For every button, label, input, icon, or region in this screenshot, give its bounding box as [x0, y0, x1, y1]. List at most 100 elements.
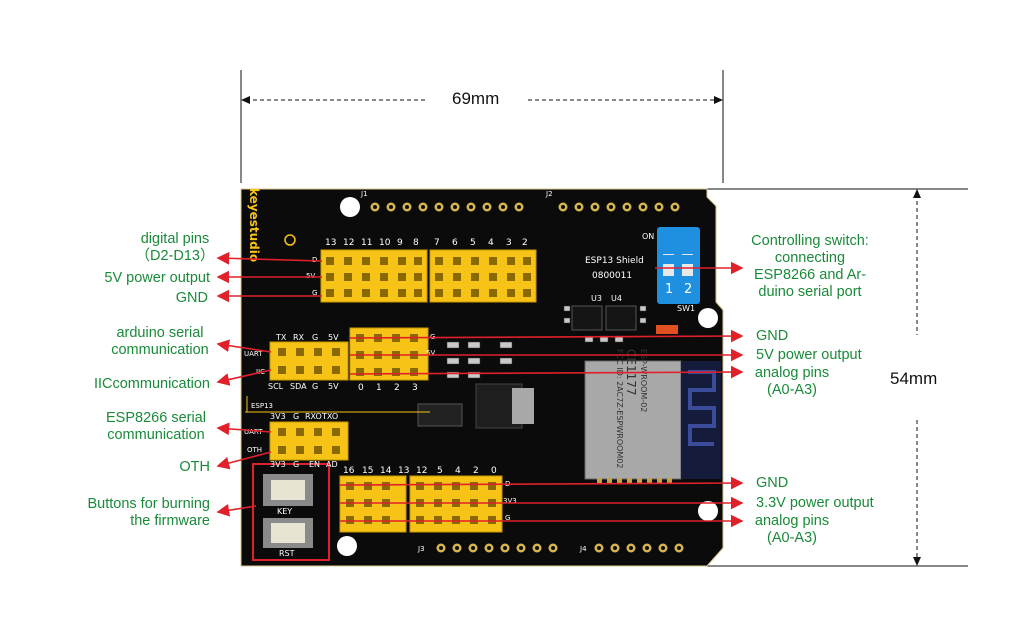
- label-5v-power-right: 5V power output: [756, 347, 862, 363]
- height-dimension: 54mm: [890, 369, 938, 388]
- label-analog-bottom-line2: (A0-A3): [767, 530, 817, 546]
- silk-digital-2: 2: [522, 238, 528, 248]
- label-buttons-line1: Buttons for burning: [87, 496, 210, 512]
- silk-iic-2: G: [312, 382, 319, 391]
- silk-analog-row-5v: 5V: [426, 349, 436, 357]
- top-header-pins: [370, 202, 680, 212]
- silk-digital-12: 12: [343, 238, 355, 248]
- silk-uart-1: RX: [293, 333, 305, 342]
- label-arduino-serial: arduino serial communication: [98, 325, 222, 359]
- label-3v3-power: 3.3V power output: [756, 495, 874, 511]
- silk-key: KEY: [277, 507, 293, 516]
- silk-bottom-14: 14: [380, 466, 392, 476]
- label-analog-bottom: analog pins (A0-A3): [742, 513, 842, 547]
- silk-esp-3: TXO: [322, 412, 339, 421]
- label-gnd-right-top: GND: [756, 328, 789, 344]
- label-switch-line3: ESP8266 and Ar-: [753, 267, 867, 283]
- arrow-esp-serial: [216, 422, 272, 436]
- label-oth: OTH: [179, 459, 210, 475]
- silk-sw1: SW1: [677, 304, 696, 313]
- silk-oth-1: G: [293, 460, 300, 469]
- buttons-highlight-box: [252, 463, 330, 561]
- label-switch: Controlling switch: connecting ESP8266 a…: [740, 233, 880, 301]
- label-arduino-serial-line2: communication: [111, 342, 209, 358]
- label-digital-pins: digital pins （D2-D13）: [120, 231, 230, 265]
- silk-switch-on: ON: [642, 232, 655, 241]
- silk-shield-code: 0800011: [592, 271, 633, 281]
- silk-digital-5: 5: [470, 238, 476, 248]
- silk-bottom-16: 16: [343, 466, 355, 476]
- silk-digital-10: 10: [379, 238, 391, 248]
- arrow-digital-pins: [216, 251, 323, 265]
- esp-wroom-module: [584, 360, 682, 480]
- silk-bottom-5: 5: [437, 466, 443, 476]
- silk-bottom-0: 0: [491, 466, 497, 476]
- silk-bottom-13: 13: [398, 466, 410, 476]
- label-analog-top-line2: (A0-A3): [767, 382, 817, 398]
- label-digital-pins-line1: digital pins: [140, 231, 210, 247]
- silk-row-5v: 5V: [306, 272, 316, 280]
- width-dimension: 69mm: [452, 89, 500, 108]
- arrow-oth: [216, 451, 272, 470]
- dip-switch-sw1: [657, 227, 700, 304]
- silk-esp-2: RXO: [305, 412, 322, 421]
- label-iic: IICcommunication: [93, 376, 210, 392]
- silk-j4: J4: [580, 545, 587, 553]
- silk-digital-7: 7: [434, 238, 440, 248]
- label-switch-line1: Controlling switch:: [751, 233, 869, 249]
- silk-analog-3: 3: [412, 383, 418, 393]
- digital-header-left: [320, 249, 428, 303]
- arrow-analog-top: [349, 365, 744, 379]
- silk-shield-name: ESP13 Shield: [585, 256, 644, 266]
- silk-j3: J3: [418, 545, 425, 553]
- silk-uart: UART: [244, 350, 263, 358]
- silk-digital-11: 11: [361, 238, 373, 248]
- silk-bottom-4: 4: [455, 466, 461, 476]
- label-digital-pins-line2: （D2-D13）: [135, 248, 215, 264]
- silk-bottom-15: 15: [362, 466, 374, 476]
- label-switch-line2: connecting: [774, 250, 846, 266]
- silk-esp-1: G: [293, 412, 300, 421]
- silk-bottom-2: 2: [473, 466, 479, 476]
- label-esp-serial: ESP8266 serial communication: [92, 410, 220, 444]
- silk-analog-2: 2: [394, 383, 400, 393]
- silk-digital-6: 6: [452, 238, 458, 248]
- silk-digital-4: 4: [488, 238, 494, 248]
- silk-oth-0: 3V3: [270, 460, 286, 469]
- label-gnd-left: GND: [175, 290, 208, 306]
- silk-analog-1: 1: [376, 383, 382, 393]
- silk-esp13: ESP13: [251, 402, 273, 410]
- silk-switch-1: 1: [665, 282, 674, 297]
- silk-j2: J2: [546, 190, 553, 198]
- silk-digital-8: 8: [413, 238, 419, 248]
- silk-iic-0: SCL: [268, 382, 284, 391]
- silk-uart-2: UART: [244, 428, 263, 436]
- digital-header-right: [429, 249, 537, 303]
- silk-iic-3: 5V: [328, 382, 339, 391]
- arrow-buttons: [216, 503, 257, 517]
- silk-oth-2: EN: [309, 460, 321, 469]
- silk-j1: J1: [361, 190, 368, 198]
- silk-digital-13: 13: [325, 238, 337, 248]
- silk-uart-3: 5V: [328, 333, 339, 342]
- silk-iic-1: SDA: [290, 382, 307, 391]
- silk-esp-0: 3V3: [270, 412, 286, 421]
- arrow-gnd-right-top: [349, 329, 744, 343]
- silk-row-g: G: [312, 289, 318, 297]
- label-esp-serial-line1: ESP8266 serial: [106, 410, 206, 426]
- silk-oth: OTH: [247, 446, 263, 454]
- silk-uart-0: TX: [276, 333, 287, 342]
- silk-bottom-row-g: G: [505, 514, 511, 522]
- label-analog-bottom-line1: analog pins: [754, 513, 830, 529]
- label-buttons: Buttons for burning the firmware: [50, 496, 210, 530]
- label-analog-top: analog pins (A0-A3): [742, 365, 842, 399]
- silk-rst: RST: [279, 549, 295, 558]
- silk-u4: U4: [611, 294, 622, 303]
- silk-digital-3: 3: [506, 238, 512, 248]
- silk-switch-2: 2: [684, 282, 693, 297]
- silk-uart-2: G: [312, 333, 319, 342]
- bottom-header-pins: [436, 543, 684, 553]
